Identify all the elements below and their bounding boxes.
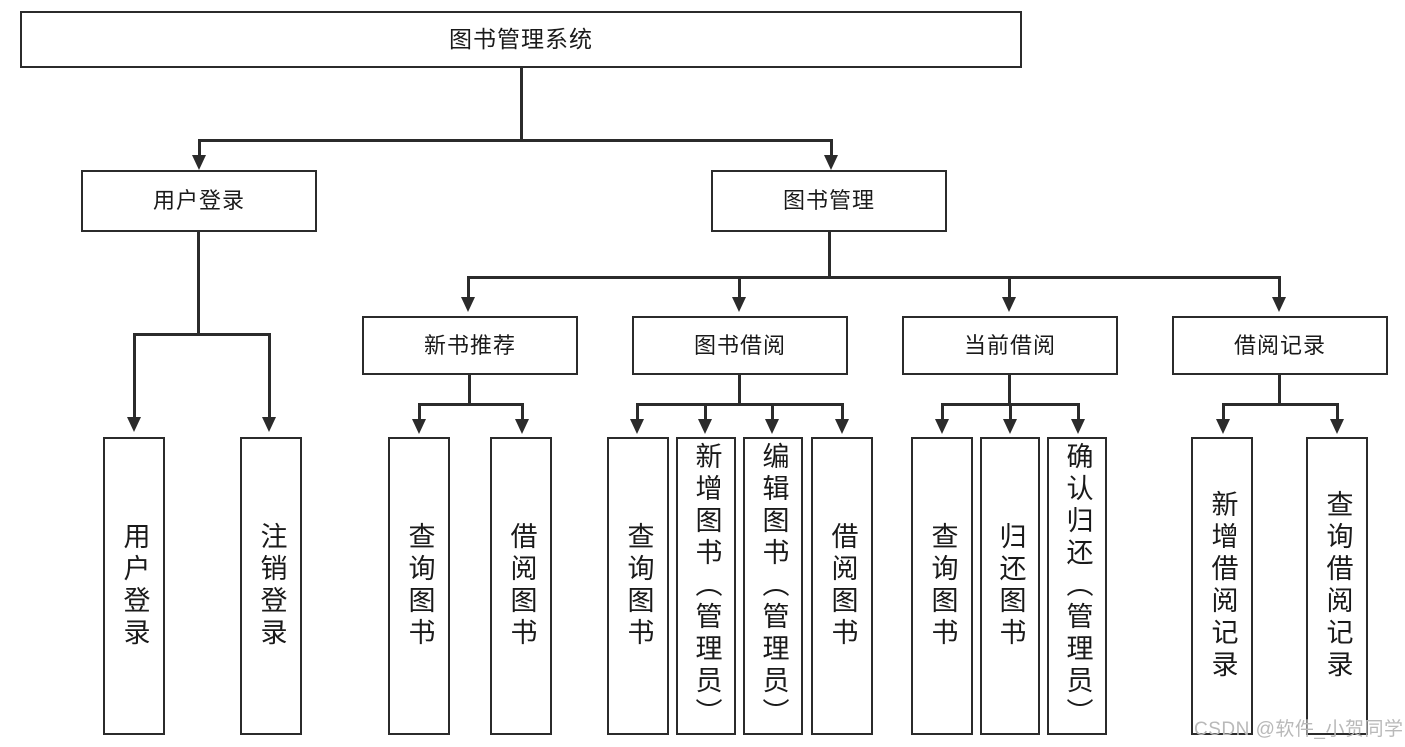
node-label: 借阅图书 [827,522,858,650]
arrowhead-current-borrow-leaf-2 [1003,419,1017,434]
connector-book-borrow-leaf-3 [771,403,774,421]
connector-book-borrow-leaf-4 [841,403,844,421]
leaf-book-borrow-query-book[interactable]: 查询图书 [607,437,669,735]
node-label: 编辑图书（管理员） [758,442,789,730]
connector-book-borrow-bus [636,403,844,406]
node-root-book-management-system[interactable]: 图书管理系统 [20,11,1022,68]
leaf-book-borrow-edit-book-admin[interactable]: 编辑图书（管理员） [743,437,803,735]
arrowhead-book-borrow-leaf-3 [765,419,779,434]
leaf-borrow-record-query-record[interactable]: 查询借阅记录 [1306,437,1368,735]
node-new-book-recommend[interactable]: 新书推荐 [362,316,578,375]
connector-current-borrow-stem [1008,375,1011,405]
arrowhead-new-book-leaf-1 [412,419,426,434]
arrowhead-book-borrow-leaf-1 [630,419,644,434]
connector-current-borrow-leaf-1 [941,403,944,421]
connector-root-stem [520,68,523,140]
connector-user-login-stem [197,232,200,335]
node-label: 新增借阅记录 [1207,490,1238,682]
connector-root-bus [198,139,832,142]
node-label: 注销登录 [256,522,287,650]
node-label: 用户登录 [119,522,150,650]
arrowhead-user-login-leaf-1 [127,417,141,432]
connector-borrow-record-leaf-1 [1222,403,1225,421]
arrowhead-user-login-leaf-2 [262,417,276,432]
arrowhead-root-to-user-login [192,155,206,170]
connector-book-mgmt-stem [828,232,831,278]
connector-new-book-leaf-1 [418,403,421,421]
node-borrow-record[interactable]: 借阅记录 [1172,316,1388,375]
connector-borrow-record-bus [1222,403,1338,406]
connector-current-borrow-leaf-3 [1077,403,1080,421]
connector-new-book-stem [468,375,471,405]
arrowhead-book-mgmt-borrow-record [1272,297,1286,312]
node-label: 查询图书 [404,522,435,650]
node-label: 确认归还（管理员） [1062,442,1093,730]
arrowhead-borrow-record-leaf-1 [1216,419,1230,434]
node-label: 图书借阅 [693,332,786,358]
connector-book-mgmt-to-borrow-record [1278,276,1281,299]
connector-borrow-record-stem [1278,375,1281,405]
connector-book-borrow-leaf-2 [704,403,707,421]
leaf-current-borrow-return-book[interactable]: 归还图书 [980,437,1040,735]
leaf-user-login-login[interactable]: 用户登录 [103,437,165,735]
connector-book-borrow-stem [738,375,741,405]
arrowhead-book-mgmt-new-book [461,297,475,312]
arrowhead-book-mgmt-current-borrow [1002,297,1016,312]
connector-borrow-record-leaf-2 [1336,403,1339,421]
leaf-current-borrow-query-book[interactable]: 查询图书 [911,437,973,735]
connector-root-to-book-mgmt [830,139,833,157]
connector-user-login-to-leaf-1 [133,333,136,419]
node-book-borrow[interactable]: 图书借阅 [632,316,848,375]
connector-new-book-bus [418,403,523,406]
leaf-borrow-record-add-record[interactable]: 新增借阅记录 [1191,437,1253,735]
connector-book-mgmt-to-new-book [467,276,470,299]
node-label: 图书管理 [782,188,875,214]
connector-user-login-to-leaf-2 [268,333,271,419]
arrowhead-book-mgmt-book-borrow [732,297,746,312]
node-label: 新增图书（管理员） [691,442,722,730]
node-label: 查询图书 [927,522,958,650]
arrowhead-current-borrow-leaf-1 [935,419,949,434]
leaf-current-borrow-confirm-return-admin[interactable]: 确认归还（管理员） [1047,437,1107,735]
node-label: 借阅图书 [506,522,537,650]
csdn-watermark: CSDN @软件_小贺同学 [1194,719,1404,740]
connector-current-borrow-leaf-2 [1009,403,1012,421]
connector-book-mgmt-to-book-borrow [738,276,741,299]
arrowhead-book-borrow-leaf-4 [835,419,849,434]
leaf-book-borrow-add-book-admin[interactable]: 新增图书（管理员） [676,437,736,735]
node-book-management[interactable]: 图书管理 [711,170,947,232]
node-label: 当前借阅 [963,332,1056,358]
node-label: 图书管理系统 [449,26,593,53]
arrowhead-book-borrow-leaf-2 [698,419,712,434]
connector-book-borrow-leaf-1 [636,403,639,421]
connector-user-login-bus [133,333,270,336]
node-user-login[interactable]: 用户登录 [81,170,317,232]
connector-root-to-user-login [198,139,201,157]
leaf-user-login-logout[interactable]: 注销登录 [240,437,302,735]
node-current-borrow[interactable]: 当前借阅 [902,316,1118,375]
node-label: 查询借阅记录 [1322,490,1353,682]
connector-book-mgmt-bus [467,276,1281,279]
connector-new-book-leaf-2 [521,403,524,421]
arrowhead-borrow-record-leaf-2 [1330,419,1344,434]
arrowhead-root-to-book-mgmt [824,155,838,170]
connector-book-mgmt-to-current-borrow [1008,276,1011,299]
node-label: 用户登录 [152,188,245,214]
leaf-new-book-borrow-book[interactable]: 借阅图书 [490,437,552,735]
leaf-new-book-query-book[interactable]: 查询图书 [388,437,450,735]
arrowhead-current-borrow-leaf-3 [1071,419,1085,434]
arrowhead-new-book-leaf-2 [515,419,529,434]
node-label: 新书推荐 [423,332,516,358]
node-label: 借阅记录 [1233,332,1326,358]
node-label: 归还图书 [995,522,1026,650]
node-label: 查询图书 [623,522,654,650]
leaf-book-borrow-borrow-book[interactable]: 借阅图书 [811,437,873,735]
